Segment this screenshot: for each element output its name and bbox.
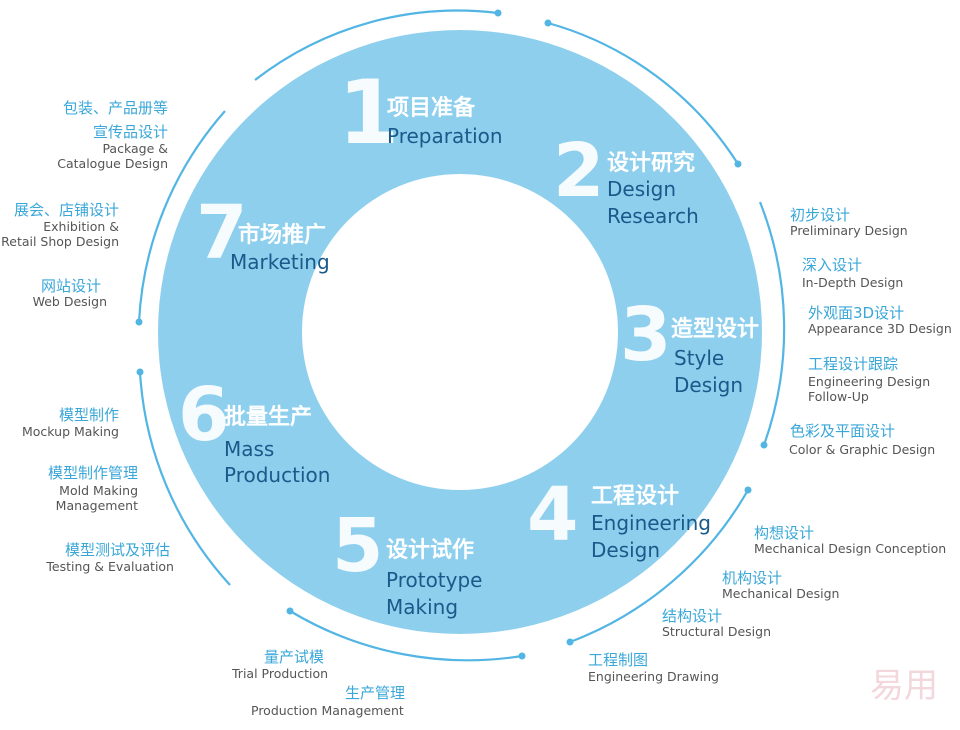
stage-4-title-en-2: Design (591, 538, 660, 562)
stage-1-title-zh: 项目准备 (387, 95, 476, 121)
substep-en: Package & (102, 141, 168, 156)
arc-engineering (569, 489, 749, 644)
stage-6: 6 批量生产 Mass Production (178, 372, 330, 487)
arc-top-dot (494, 9, 502, 17)
substep-zh: 外观面3D设计 (808, 304, 904, 322)
arc-production-dot-a (518, 652, 526, 660)
substep-zh: 模型制作管理 (48, 464, 138, 482)
stage-3: 3 造型设计 Style Design (620, 292, 759, 397)
arc-production-dot-b (286, 607, 294, 615)
substep-zh: 色彩及平面设计 (790, 422, 895, 440)
stage-4-number: 4 (527, 472, 579, 558)
substep-zh: 深入设计 (802, 256, 862, 274)
stage-1: 1 项目准备 Preparation (338, 61, 503, 164)
stage-1-title-en: Preparation (387, 124, 503, 148)
stage-7-title-zh: 市场推广 (238, 222, 326, 248)
substep-zh: 展会、店铺设计 (14, 201, 119, 219)
stage-1-number: 1 (338, 61, 399, 164)
stage-6-title-en-1: Mass (224, 437, 274, 461)
substep-en: Follow-Up (808, 389, 869, 404)
arc-production (289, 610, 523, 662)
substeps-production: 量产试模 Trial Production 生产管理 Production Ma… (231, 648, 405, 718)
substeps-engineering: 构想设计 Mechanical Design Conception 机构设计 M… (588, 524, 946, 684)
outer-arcs (135, 9, 786, 662)
substep-en: Retail Shop Design (1, 234, 119, 249)
arc-style (758, 201, 786, 446)
arc-prototype (138, 371, 231, 586)
substep-en: Mechanical Design (722, 586, 839, 601)
substep-zh: 宣传品设计 (93, 123, 168, 141)
substep-en: In-Depth Design (802, 275, 903, 290)
substep-zh: 结构设计 (662, 607, 722, 625)
substep-en: Preliminary Design (790, 223, 908, 238)
stage-5-title-en-1: Prototype (386, 568, 482, 592)
substep-zh: 初步设计 (790, 206, 850, 224)
substeps-marketing: 包装、产品册等 宣传品设计 Package & Catalogue Design… (1, 99, 168, 309)
substep-zh: 构想设计 (754, 524, 814, 542)
stage-7: 7 市场推广 Marketing (196, 190, 330, 276)
arc-top (254, 9, 499, 81)
stage-2-title-en-2: Research (607, 204, 699, 228)
substep-en: Appearance 3D Design (808, 321, 952, 336)
substep-zh: 量产试模 (264, 648, 324, 666)
substep-en: Mechanical Design Conception (754, 541, 946, 556)
substep-en: Color & Graphic Design (789, 442, 935, 457)
stage-4: 4 工程设计 Engineering Design (527, 472, 711, 562)
substep-zh: 机构设计 (722, 569, 782, 587)
substep-en: Testing & Evaluation (45, 559, 174, 574)
stage-3-title-zh: 造型设计 (671, 317, 759, 342)
arc-style-dot (760, 441, 768, 449)
stage-5: 5 设计试作 Prototype Making (332, 503, 482, 619)
substeps-style: 初步设计 Preliminary Design 深入设计 In-Depth De… (789, 206, 952, 457)
substep-en: Exhibition & (43, 219, 119, 234)
substep-en: Production Management (251, 703, 404, 718)
watermark: 易用 (870, 666, 938, 706)
substep-en: Engineering Drawing (588, 669, 719, 684)
substep-en: Trial Production (231, 666, 328, 681)
arc-marketing-dot (135, 318, 143, 326)
stage-2-title-zh: 设计研究 (607, 150, 695, 176)
stage-2-number: 2 (553, 128, 605, 214)
substep-en: Web Design (33, 294, 107, 309)
stage-6-title-zh: 批量生产 (224, 405, 312, 430)
arc-top-right (547, 21, 739, 165)
substep-en: Mockup Making (22, 424, 119, 439)
ring-hole (302, 174, 618, 490)
substep-zh: 模型测试及评估 (65, 541, 170, 559)
substep-zh: 工程制图 (588, 651, 648, 669)
arc-top-right-dot-a (544, 19, 552, 27)
substep-en: Mold Making (59, 483, 138, 498)
stage-3-number: 3 (620, 292, 672, 378)
substep-zh: 工程设计跟踪 (808, 355, 898, 373)
stage-6-number: 6 (178, 372, 230, 458)
arc-marketing (137, 110, 226, 323)
substep-en: Management (56, 498, 138, 513)
substep-zh: 生产管理 (345, 684, 405, 702)
stage-5-title-zh: 设计试作 (386, 538, 474, 563)
substep-en: Structural Design (662, 624, 771, 639)
stage-2-title-en-1: Design (607, 177, 676, 201)
arc-engineering-dot-a (744, 486, 752, 494)
stage-6-title-en-2: Production (224, 463, 330, 487)
stage-7-title-en: Marketing (230, 250, 330, 274)
substep-zh: 包装、产品册等 (63, 99, 168, 117)
stage-3-title-en-2: Design (674, 373, 743, 397)
stage-2: 2 设计研究 Design Research (553, 128, 699, 228)
arc-prototype-dot (136, 368, 144, 376)
stage-7-number: 7 (196, 190, 248, 276)
stage-4-title-zh: 工程设计 (591, 484, 679, 509)
substep-zh: 模型制作 (59, 406, 119, 424)
stage-5-title-en-2: Making (386, 595, 458, 619)
stage-5-number: 5 (332, 503, 384, 589)
arc-engineering-dot-b (566, 638, 574, 646)
substep-zh: 网站设计 (41, 277, 101, 295)
arc-top-right-dot-b (734, 160, 742, 168)
stage-3-title-en-1: Style (674, 346, 724, 370)
stage-4-title-en-1: Engineering (591, 511, 711, 535)
substep-en: Engineering Design (808, 374, 930, 389)
substeps-prototype: 模型制作 Mockup Making 模型制作管理 Mold Making Ma… (22, 406, 174, 574)
substep-en: Catalogue Design (57, 156, 168, 171)
